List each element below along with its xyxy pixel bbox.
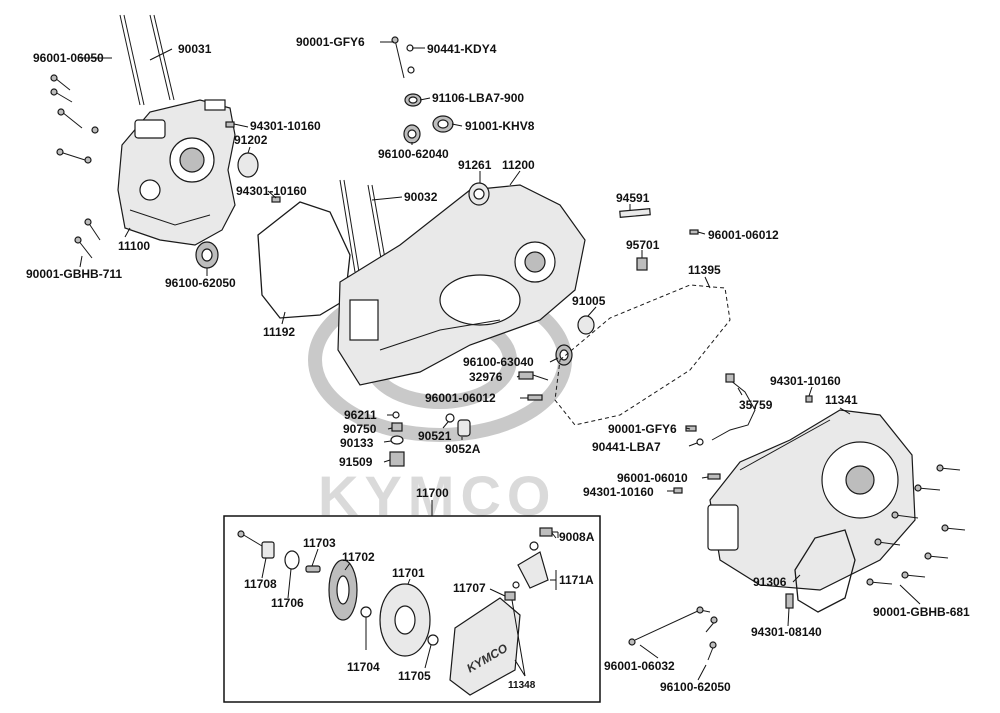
seal-91106-lba7-900 (404, 93, 422, 107)
bolt-96001-06010 (707, 473, 721, 480)
bolts-96001-06032 (628, 606, 711, 646)
label-11705: 11705 (398, 669, 431, 683)
label-11706: 11706 (271, 596, 304, 610)
oring-90521 (445, 413, 455, 423)
part-labels: 96001-06050 90031 90001-GFY6 90441-KDY4 … (26, 35, 970, 694)
label-94301-10160-d: 94301-10160 (583, 485, 654, 499)
label-91202: 91202 (234, 133, 268, 147)
label-9008a: 9008A (559, 530, 595, 544)
bolts-90001-gbhb-681 (866, 464, 966, 586)
label-94301-10160-a: 94301-10160 (250, 119, 321, 133)
bolt-90001-gfy6-top (391, 36, 415, 79)
label-90750: 90750 (343, 422, 377, 436)
gasket-11192 (257, 201, 351, 319)
label-96001-06032: 96001-06032 (604, 659, 675, 673)
label-90521: 90521 (418, 429, 452, 443)
label-94301-10160-b: 94301-10160 (236, 184, 307, 198)
label-11395: 11395 (688, 263, 721, 277)
label-1171a: 1171A (559, 573, 594, 587)
label-11701: 11701 (392, 566, 425, 580)
label-11704: 11704 (347, 660, 380, 674)
bearing-96100-62040 (403, 124, 421, 144)
dowel-94301-08140 (785, 593, 794, 609)
hose-35759 (711, 379, 756, 441)
label-90133: 90133 (340, 436, 374, 450)
label-11702: 11702 (342, 550, 375, 564)
dowel-94301-10160-a (225, 121, 235, 128)
label-90031: 90031 (178, 42, 212, 56)
label-91306: 91306 (753, 575, 787, 589)
label-32976: 32976 (469, 370, 503, 384)
label-11341: 11341 (825, 393, 858, 407)
part-96211 (392, 411, 400, 419)
label-11700: 11700 (416, 486, 449, 500)
right-crankcase-11200 (337, 184, 586, 386)
label-96001-06050: 96001-06050 (33, 51, 104, 65)
label-94301-08140: 94301-08140 (751, 625, 822, 639)
label-96100-62040: 96100-62040 (378, 147, 449, 161)
label-90001-gbhb-681: 90001-GBHB-681 (873, 605, 970, 619)
clip-90441-lba7 (696, 438, 704, 446)
label-11348: 11348 (508, 680, 536, 691)
label-9052a: 9052A (445, 442, 481, 456)
label-91261: 91261 (458, 158, 492, 172)
dowel-94301-10160-d (673, 487, 683, 494)
pin-94591 (619, 208, 651, 218)
label-90001-gfy6-top: 90001-GFY6 (296, 35, 365, 49)
leader-lines (79, 41, 921, 681)
dowel-94301-10160-c (805, 395, 813, 403)
label-90001-gbhb-711: 90001-GBHB-711 (26, 267, 122, 281)
label-11192: 11192 (263, 325, 295, 339)
label-90441-lba7: 90441-LBA7 (592, 440, 661, 454)
label-96001-06010: 96001-06010 (617, 471, 688, 485)
label-91509: 91509 (339, 455, 373, 469)
studs-90032 (339, 179, 388, 273)
studs-90031 (119, 14, 175, 106)
label-96001-06012-a: 96001-06012 (708, 228, 779, 242)
transmission-cover-11341 (707, 409, 916, 591)
label-95701: 95701 (626, 238, 660, 252)
oil-seal-91261 (468, 182, 490, 206)
label-11200: 11200 (502, 158, 535, 172)
bolt-96001-06012-a (689, 229, 699, 235)
label-96001-06012-b: 96001-06012 (425, 391, 496, 405)
plug-9052a (457, 419, 471, 437)
bolts-90001-gbhb-711 (74, 218, 101, 259)
gasket-91306 (794, 529, 856, 613)
bolts-96100-62050-b (705, 616, 718, 661)
label-90001-gfy6-mid: 90001-GFY6 (608, 422, 677, 436)
label-11708: 11708 (244, 577, 277, 591)
seal-91001-khv8 (432, 115, 454, 133)
label-96100-62050-a: 96100-62050 (165, 276, 236, 290)
filter-91509 (389, 451, 405, 467)
label-96100-63040: 96100-63040 (463, 355, 534, 369)
oil-seal-91202 (237, 152, 259, 178)
label-91106-lba7-900: 91106-LBA7-900 (432, 91, 524, 105)
part-90750 (391, 422, 403, 432)
dowel-94301-10160-b (271, 196, 281, 203)
label-96100-62050-b: 96100-62050 (660, 680, 731, 694)
bolts-96001-06050 (50, 74, 99, 164)
kit-box-11700: KYMCO (223, 500, 601, 703)
label-35759: 35759 (739, 398, 773, 412)
washer-90133 (390, 435, 404, 445)
label-90032: 90032 (404, 190, 438, 204)
sensor-32976 (518, 371, 534, 380)
label-94301-10160-c: 94301-10160 (770, 374, 841, 388)
label-96211: 96211 (344, 408, 377, 422)
label-11707: 11707 (453, 581, 486, 595)
label-11100: 11100 (118, 239, 150, 253)
label-11703: 11703 (303, 536, 336, 550)
label-94591: 94591 (616, 191, 650, 205)
label-90441-kdy4: 90441-KDY4 (427, 42, 497, 56)
gasket-11395 (554, 284, 731, 426)
bolt-96001-06012-b (527, 394, 543, 401)
label-91001-khv8: 91001-KHV8 (465, 119, 535, 133)
seal-91005 (577, 315, 595, 335)
left-crankcase-11100 (117, 99, 236, 246)
label-91005: 91005 (572, 294, 606, 308)
